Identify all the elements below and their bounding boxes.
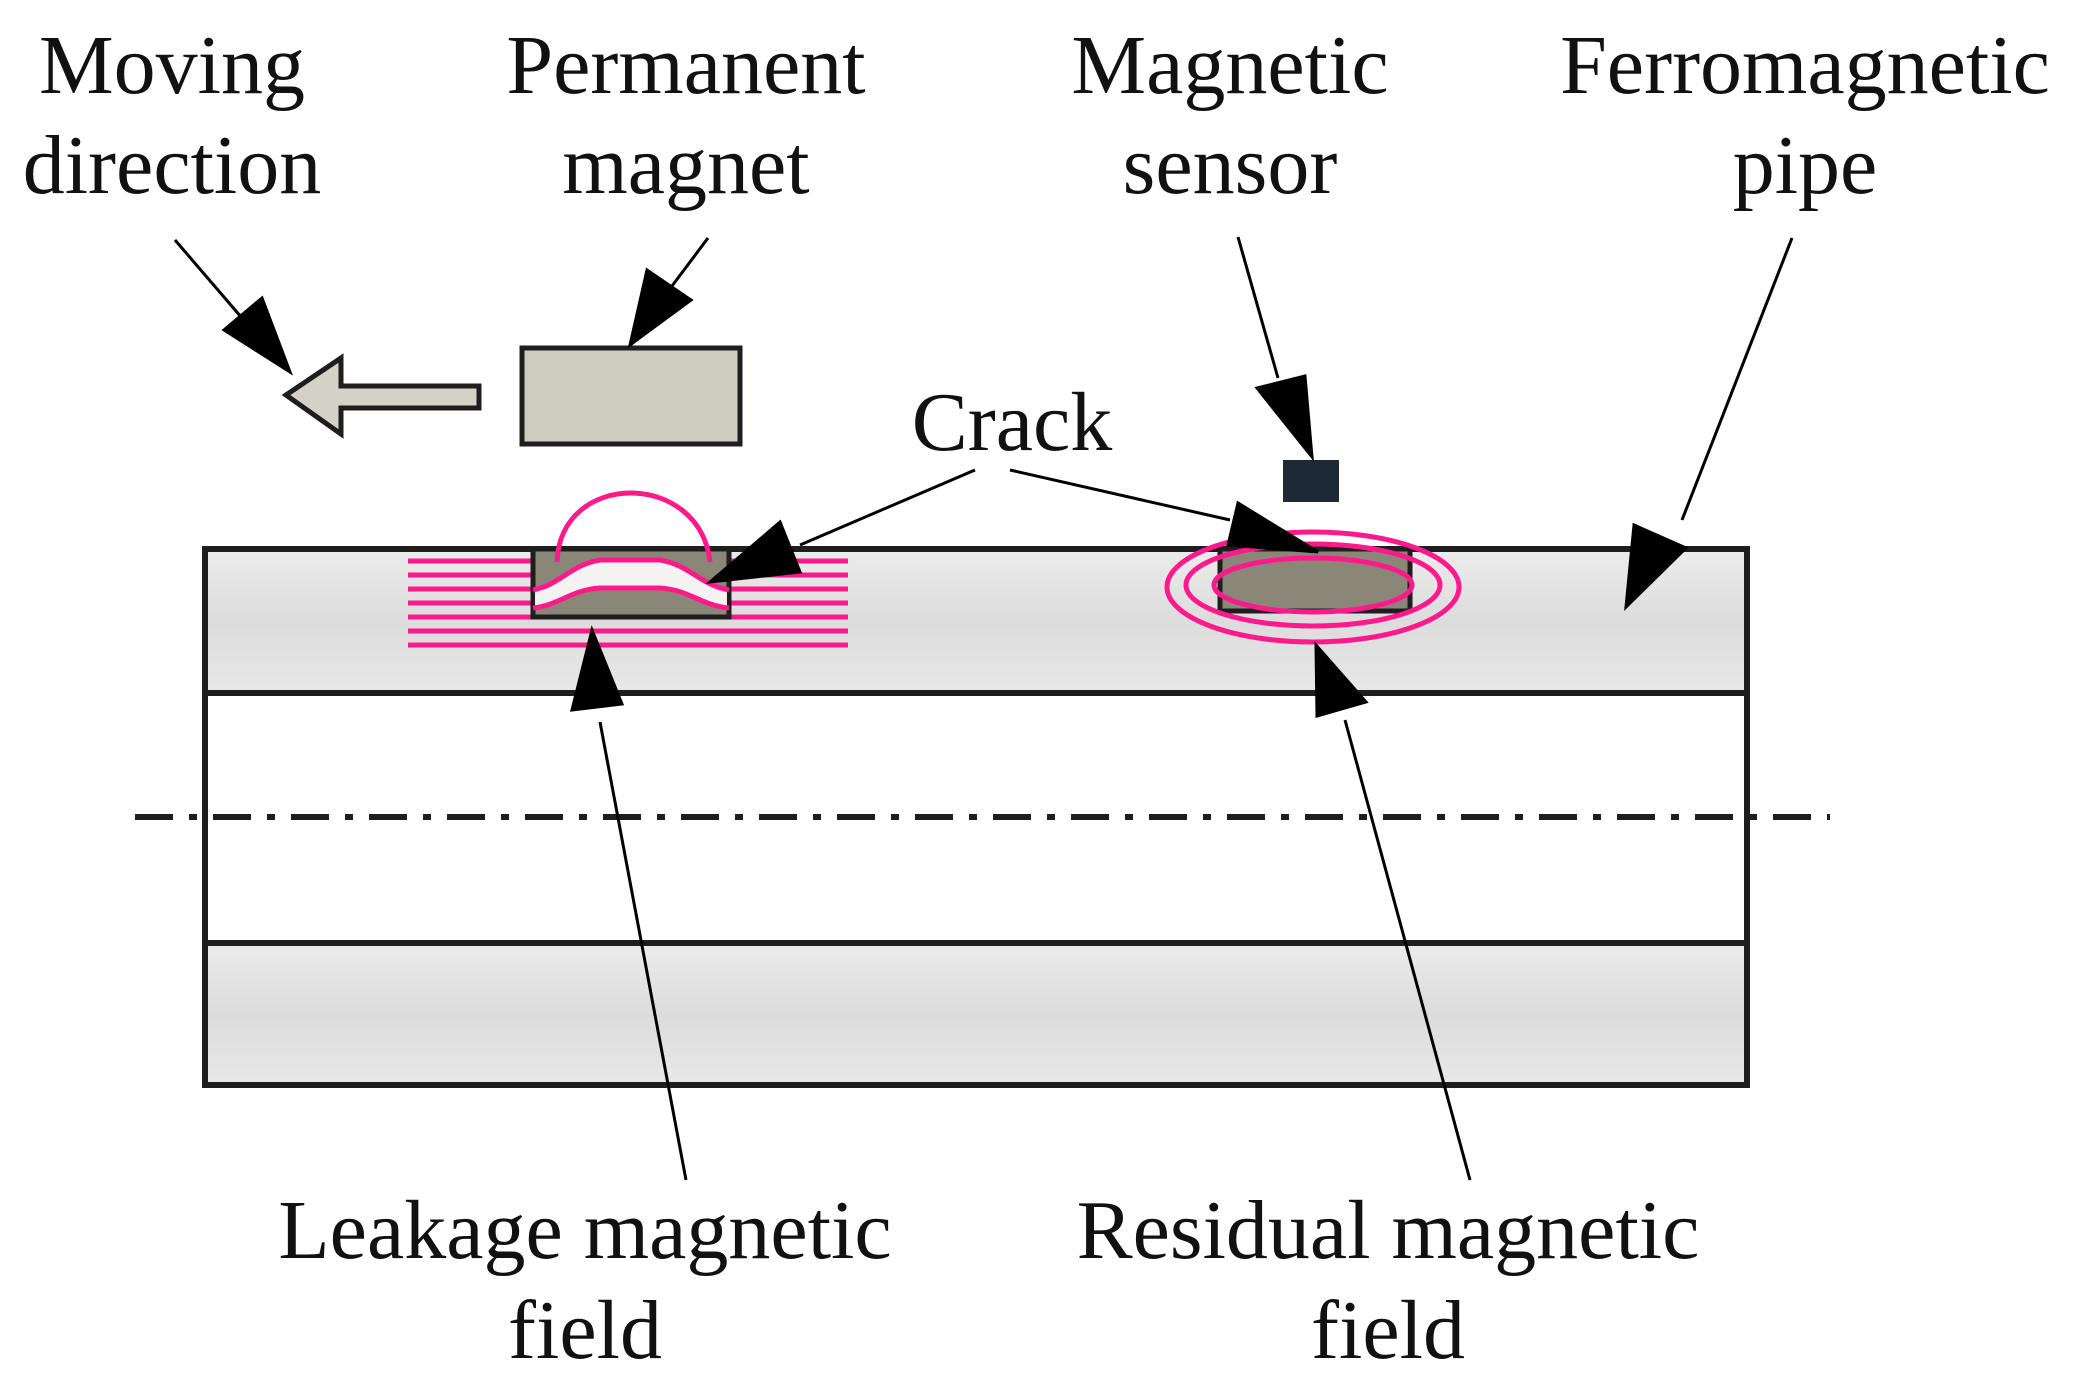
- label-crack: Crack: [912, 376, 1113, 469]
- leakage-field-region: [408, 490, 848, 648]
- label-leakage-field: Leakage magnetic field: [278, 1184, 891, 1377]
- label-residual-field-line2: field: [1311, 1284, 1465, 1377]
- label-leakage-field-line1: Leakage magnetic: [278, 1184, 891, 1277]
- label-permanent-magnet: Permanent magnet: [506, 19, 865, 212]
- pipe-lower-wall: [202, 940, 1750, 1088]
- label-moving-direction: Moving direction: [23, 19, 322, 212]
- magnetic-sensor: [1283, 460, 1339, 502]
- label-permanent-magnet-line2: magnet: [562, 119, 809, 212]
- label-residual-field-line1: Residual magnetic: [1077, 1184, 1700, 1277]
- label-ferromagnetic-pipe-line1: Ferromagnetic: [1560, 19, 2050, 112]
- leakage-bulge-upper: [532, 557, 730, 593]
- leakage-arc: [554, 490, 713, 563]
- permanent-magnet: [519, 345, 743, 447]
- label-leakage-field-line2: field: [508, 1284, 662, 1377]
- label-residual-field: Residual magnetic field: [1077, 1184, 1700, 1377]
- label-magnetic-sensor-line2: sensor: [1123, 119, 1338, 212]
- pointer-arrows: [173, 236, 1794, 1181]
- residual-field-loop-outer: [1164, 529, 1462, 645]
- label-ferromagnetic-pipe: Ferromagnetic pipe: [1560, 19, 2050, 212]
- label-magnetic-sensor-line1: Magnetic: [1071, 19, 1388, 112]
- ferromagnetic-pipe: [135, 546, 1830, 1088]
- label-ferromagnetic-pipe-line2: pipe: [1733, 119, 1878, 212]
- residual-field-loop-inner: [1211, 555, 1415, 615]
- label-magnetic-sensor: Magnetic sensor: [1071, 19, 1388, 212]
- pipe-upper-wall: [202, 546, 1750, 696]
- leakage-bulge-lower: [532, 585, 730, 611]
- residual-field-region: [1164, 529, 1462, 645]
- label-permanent-magnet-line1: Permanent: [506, 19, 865, 112]
- label-moving-direction-line2: direction: [23, 119, 322, 212]
- label-moving-direction-line1: Moving: [39, 19, 305, 112]
- residual-field-loop-middle: [1183, 541, 1443, 629]
- moving-direction-arrow: [281, 353, 482, 439]
